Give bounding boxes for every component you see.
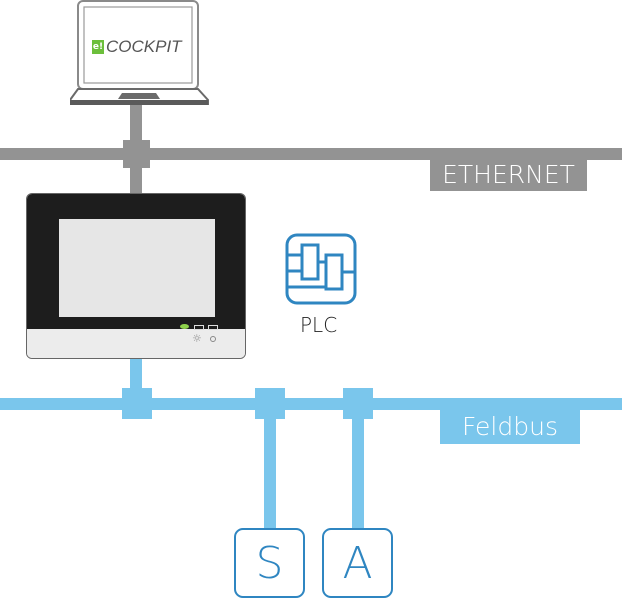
laptop: e! COCKPIT <box>69 0 210 115</box>
panel-screen <box>59 219 215 317</box>
actuator-device: A <box>322 528 393 598</box>
fieldbus-connector-sensor <box>255 388 285 419</box>
fieldbus-connector-panel <box>122 388 152 419</box>
fieldbus-label: Feldbus <box>440 408 580 444</box>
power-indicator-icon <box>210 336 216 342</box>
cockpit-logo: e! COCKPIT <box>92 37 182 57</box>
plc-label: PLC <box>300 313 338 337</box>
fieldbus-line <box>0 398 622 410</box>
brightness-icon: ☼ <box>192 332 202 345</box>
sensor-label: S <box>255 537 284 589</box>
ethernet-connector <box>123 140 150 168</box>
logo-text: COCKPIT <box>106 37 182 56</box>
fieldbus-drop-actuator <box>352 415 364 530</box>
ethernet-label: ETHERNET <box>430 158 587 191</box>
fieldbus-label-text: Feldbus <box>462 411 558 441</box>
hmi-panel: ☼ <box>26 193 246 359</box>
logo-mark-icon: e! <box>92 40 104 54</box>
panel-footer <box>27 329 245 358</box>
sensor-device: S <box>234 528 305 598</box>
status-led-1 <box>194 325 204 330</box>
laptop-icon <box>69 0 209 105</box>
ethernet-line <box>0 148 622 160</box>
fieldbus-connector-actuator <box>343 388 373 419</box>
status-led-green <box>180 324 189 329</box>
plc-icon <box>285 233 357 305</box>
actuator-label: A <box>342 537 373 589</box>
fieldbus-drop-sensor <box>264 415 276 530</box>
ethernet-label-text: ETHERNET <box>442 160 575 189</box>
status-led-2 <box>208 325 218 330</box>
